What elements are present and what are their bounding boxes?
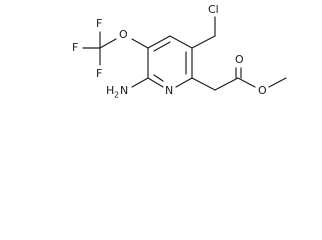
atom-label-o-ether: O (119, 28, 128, 41)
atom-label-f-bottom: F (96, 67, 102, 80)
atom-label-o-carbonyl: O (235, 53, 244, 66)
bond-o-cf3 (99, 38, 117, 49)
bond-ch2-carbonyl (214, 77, 239, 91)
bond-c4-ch2 (191, 77, 216, 91)
atom-label-nh2-subscript: 2 (114, 91, 119, 100)
atom-label-cl: Cl (208, 3, 219, 16)
atom-label-nh2-h: H (106, 84, 114, 97)
bond-c2-c3 (169, 35, 193, 49)
molecule-diagram: Cl O F F F H 2 N N O O (72, 3, 287, 100)
atom-label-o-ester: O (258, 84, 267, 97)
atom-labels: Cl O F F F H 2 N N O O (72, 3, 267, 100)
bond-n-c5 (147, 77, 164, 88)
atom-label-ring-n: N (165, 84, 173, 97)
bond-lines (82, 16, 287, 91)
bond-c5-nh2 (131, 77, 149, 88)
atom-label-f-left: F (72, 41, 78, 54)
bond-c1-o (131, 38, 149, 49)
amino-group-label: H 2 N (106, 84, 128, 100)
bond-carbonyl-oester (237, 77, 256, 88)
atom-label-f-top: F (96, 17, 102, 30)
bond-c4-n (175, 77, 193, 88)
bond-c3-ch2 (191, 35, 216, 49)
atom-label-nh2-n: N (120, 84, 128, 97)
bond-n-c5-inner (153, 74, 164, 82)
bond-oester-methyl (268, 77, 287, 88)
bond-c1-c2-inner (153, 41, 171, 52)
bond-c1-c2 (147, 35, 171, 49)
